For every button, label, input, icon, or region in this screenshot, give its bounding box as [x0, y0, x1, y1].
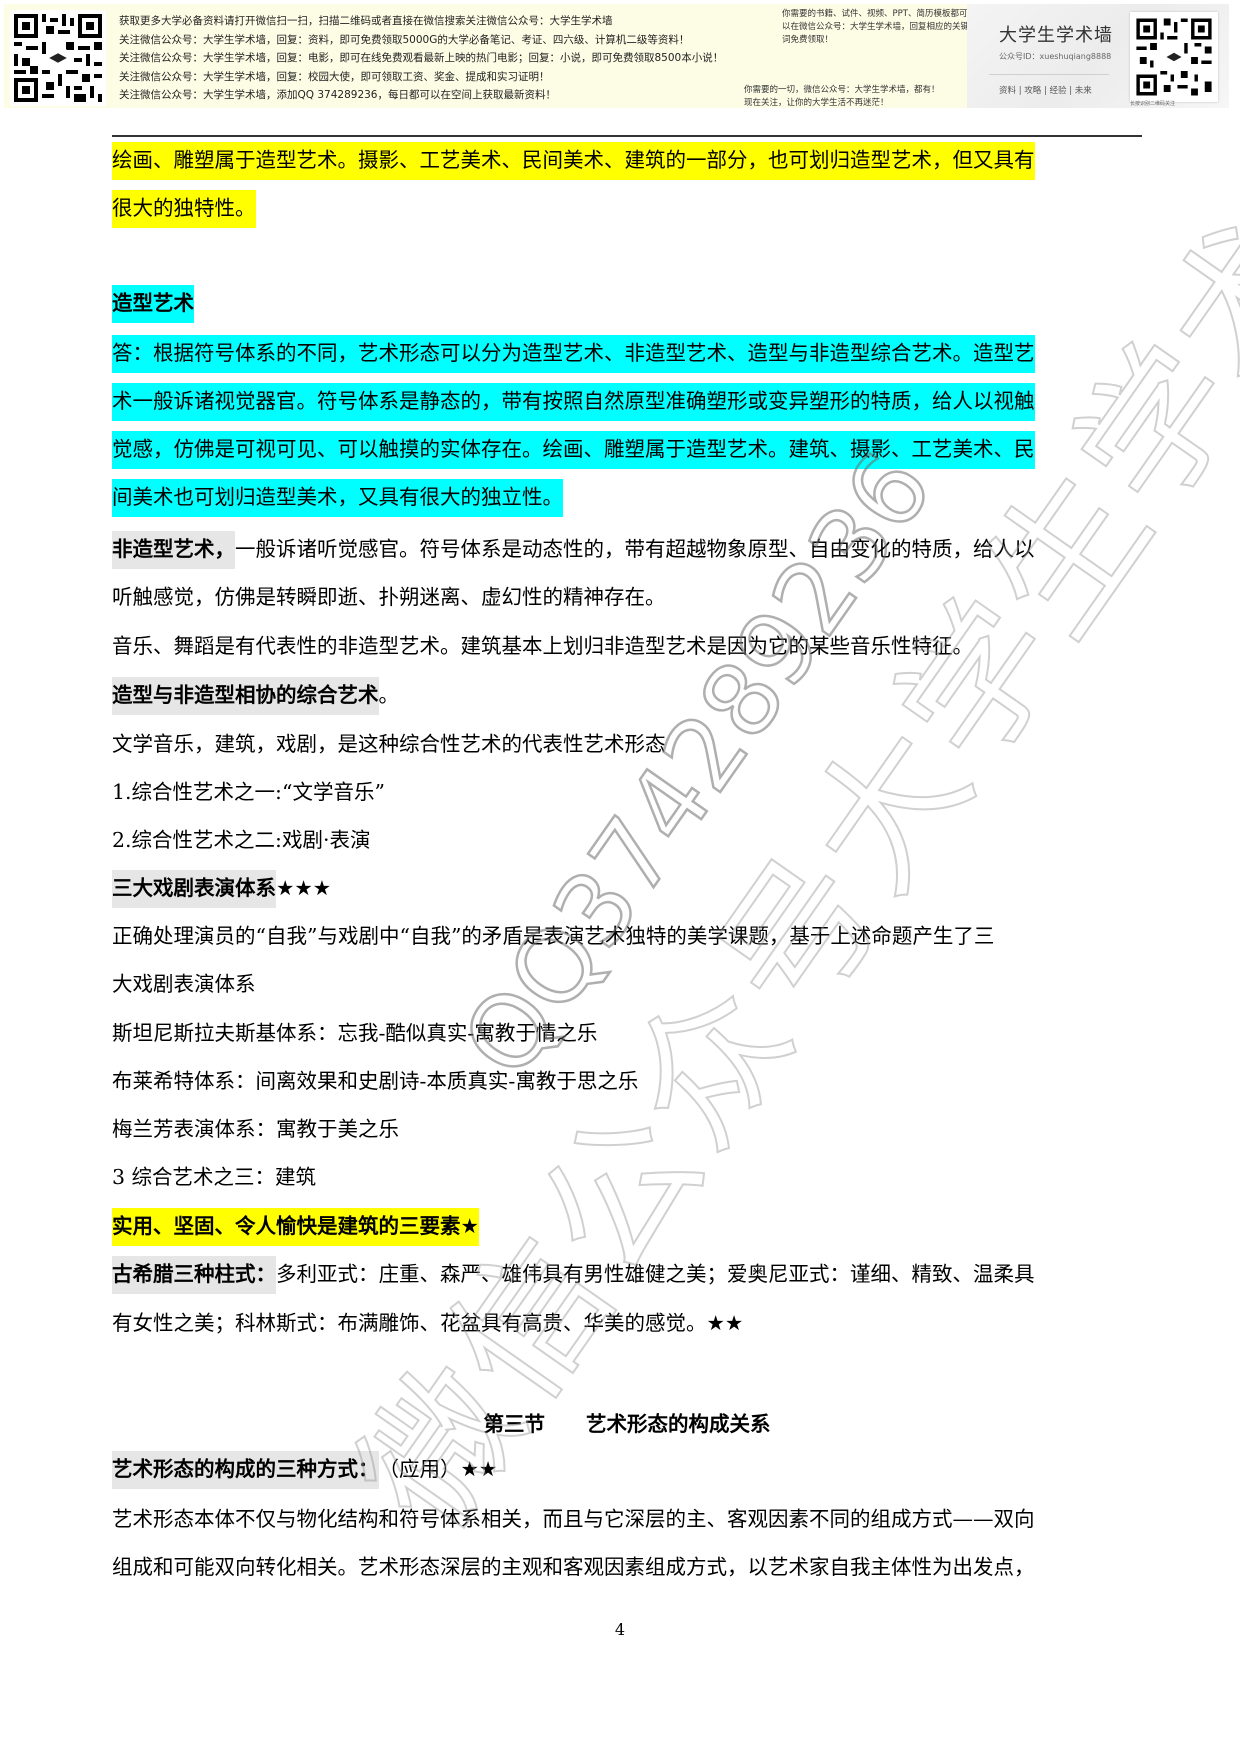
paragraph-line: 大戏剧表演体系: [112, 972, 256, 996]
paragraph-line: 造型与非造型相协的综合艺术。: [112, 677, 399, 715]
banner-line: 关注微信公众号：大学生学术墙，回复：资料，即可免费领取5000G的大学必备笔记、…: [119, 33, 690, 46]
card-divider: [989, 74, 1109, 75]
highlighted-text: 绘画、雕塑属于造型艺术。摄影、工艺美术、民间美术、建筑的一部分，也可划归造型艺术…: [112, 142, 1035, 180]
highlighted-text: 术一般诉诸视觉器官。符号体系是静态的，带有按照自然原型准确塑形或变异塑形的特质，…: [112, 383, 1035, 421]
answer-line: 答：根据符号体系的不同，艺术形态可以分为造型艺术、非造型艺术、造型与非造型综合艺…: [112, 335, 1035, 373]
section-title: 第三节 艺术形态的构成关系: [483, 1412, 771, 1436]
banner-line: 获取更多大学必备资料请打开微信扫一扫，扫描二维码或者直接在微信搜索关注微信公众号…: [119, 15, 613, 27]
answer-line: 术一般诉诸视觉器官。符号体系是静态的，带有按照自然原型准确塑形或变异塑形的特质，…: [112, 383, 1035, 421]
list-item: 3 综合艺术之三：建筑: [112, 1165, 317, 1189]
list-item: 布莱希特体系：间离效果和史剧诗-本质真实-寓教于思之乐: [112, 1069, 639, 1093]
account-title: 大学生学术墙: [999, 25, 1113, 46]
term-composition-methods: 艺术形态的构成的三种方式：: [112, 1451, 379, 1489]
star-icon: ★★: [706, 1311, 744, 1335]
highlighted-text: 答：根据符号体系的不同，艺术形态可以分为造型艺术、非造型艺术、造型与非造型综合艺…: [112, 335, 1035, 373]
banner-note-line: 现在关注，让你的大学生活不再迷茫！: [744, 98, 889, 108]
body-text: 一般诉诸听觉感官。符号体系是动态性的，带有超越物象原型、自由变化的特质，给人以: [235, 537, 1035, 561]
banner-note-line: 你需要的一切，微信公众号：大学生学术墙，都有！: [744, 85, 940, 95]
key-point: 实用、坚固、令人愉快是建筑的三要素★: [112, 1208, 479, 1246]
paragraph-line: 听触感觉，仿佛是转瞬即逝、扑朔迷离、虚幻性的精神存在。: [112, 585, 666, 609]
banner-note-top: 你需要的书籍、试件、视频、PPT、简历模板都可以在微信公众号：大学生学术墙，回复…: [782, 9, 970, 45]
qr-code-icon: [10, 10, 106, 106]
star-icon: ★★★: [276, 876, 332, 900]
paragraph-line: 非造型艺术，一般诉诸听觉感官。符号体系是动态性的，带有超越物象原型、自由变化的特…: [112, 531, 1035, 569]
body-text: 。: [378, 683, 400, 707]
list-item: 梅兰芳表演体系：寓教于美之乐: [112, 1117, 399, 1141]
ad-banner: 获取更多大学必备资料请打开微信扫一扫，扫描二维码或者直接在微信搜索关注微信公众号…: [0, 0, 1240, 112]
banner-line: 关注微信公众号：大学生学术墙，添加QQ 374289236，每日都可以在空间上获…: [119, 89, 556, 101]
section-heading: 三大戏剧表演体系★★★: [112, 870, 331, 908]
banner-text: 获取更多大学必备资料请打开微信扫一扫，扫描二维码或者直接在微信搜索关注微信公众号…: [119, 12, 723, 105]
heading-drama-systems: 三大戏剧表演体系: [112, 870, 276, 908]
page-number: 4: [614, 1620, 626, 1639]
qr-caption: 长按识别二维码关注: [1130, 101, 1176, 107]
paragraph-line: 有女性之美；科林斯式：布满雕饰、花盆具有高贵、华美的感觉。★★: [112, 1309, 743, 1337]
paragraph-line: 艺术形态本体不仅与物化结构和符号体系相关，而且与它深层的主、客观因素不同的组成方…: [112, 1507, 1035, 1531]
highlighted-text: 觉感，仿佛是可视可见、可以触摸的实体存在。绘画、雕塑属于造型艺术。建筑、摄影、工…: [112, 431, 1035, 469]
banner-line: 关注微信公众号：大学生学术墙，回复：校园大使，即可领取工资、奖金、提成和实习证明…: [119, 70, 550, 83]
answer-line: 间美术也可划归造型美术，又具有很大的独立性。: [112, 479, 563, 517]
term-greek-orders: 古希腊三种柱式：: [112, 1256, 276, 1294]
banner-info-panel: 获取更多大学必备资料请打开微信扫一扫，扫描二维码或者直接在微信搜索关注微信公众号…: [4, 4, 969, 108]
intro-line: 绘画、雕塑属于造型艺术。摄影、工艺美术、民间美术、建筑的一部分，也可划归造型艺术…: [112, 142, 1035, 180]
paragraph-line: 艺术形态的构成的三种方式：（应用）★★: [112, 1451, 497, 1489]
answer-line: 觉感，仿佛是可视可见、可以触摸的实体存在。绘画、雕塑属于造型艺术。建筑、摄影、工…: [112, 431, 1035, 469]
paragraph-line: 音乐、舞蹈是有代表性的非造型艺术。建筑基本上划归非造型艺术是因为它的某些音乐性特…: [112, 634, 973, 658]
section-heading: 造型艺术: [112, 285, 194, 323]
qr-code-icon: [1130, 12, 1218, 102]
account-card: 大学生学术墙 公众号ID：xueshuqiang8888 资料 | 攻略 | 经…: [967, 4, 1229, 108]
body-text: （应用）: [378, 1457, 461, 1481]
highlighted-text: 很大的独特性。: [112, 190, 256, 228]
body-text: 有女性之美；科林斯式：布满雕饰、花盆具有高贵、华美的感觉。: [112, 1311, 707, 1335]
list-item: 斯坦尼斯拉夫斯基体系：忘我-酷似真实-寓教于情之乐: [112, 1021, 598, 1045]
term-non-plastic: 非造型艺术，: [112, 531, 235, 569]
paragraph-line: 组成和可能双向转化相关。艺术形态深层的主观和客观因素组成方式，以艺术家自我主体性…: [112, 1555, 1035, 1579]
paragraph-line: 正确处理演员的“自我”与戏剧中“自我”的矛盾是表演艺术独特的美学课题，基于上述命…: [112, 924, 995, 948]
heading-plastic-arts: 造型艺术: [112, 285, 194, 323]
list-item: 1.综合性艺术之一:“文学音乐”: [112, 780, 385, 804]
body-text: 多利亚式：庄重、森严、雄伟具有男性雄健之美；爱奥尼亚式：谨细、精致、温柔具: [276, 1262, 1035, 1286]
highlighted-text: 间美术也可划归造型美术，又具有很大的独立性。: [112, 479, 563, 517]
highlighted-text: 实用、坚固、令人愉快是建筑的三要素★: [112, 1208, 479, 1246]
header-rule: [112, 135, 1142, 137]
term-synthetic: 造型与非造型相协的综合艺术: [112, 677, 379, 715]
list-item: 2.综合性艺术之二:戏剧·表演: [112, 828, 371, 852]
banner-note-bottom: 你需要的一切，微信公众号：大学生学术墙，都有！ 现在关注，让你的大学生活不再迷茫…: [744, 84, 974, 110]
banner-line: 关注微信公众号：大学生学术墙，回复：电影，即可在线免费观看最新上映的热门电影；回…: [119, 52, 724, 64]
account-links: 资料 | 攻略 | 经验 | 未来: [999, 86, 1092, 96]
paragraph-line: 文学音乐，建筑，戏剧，是这种综合性艺术的代表性艺术形态: [112, 732, 666, 756]
intro-line: 很大的独特性。: [112, 190, 256, 228]
star-icon: ★★: [460, 1457, 498, 1481]
paragraph-line: 古希腊三种柱式：多利亚式：庄重、森严、雄伟具有男性雄健之美；爱奥尼亚式：谨细、精…: [112, 1256, 1035, 1294]
account-id: 公众号ID：xueshuqiang8888: [999, 52, 1112, 61]
